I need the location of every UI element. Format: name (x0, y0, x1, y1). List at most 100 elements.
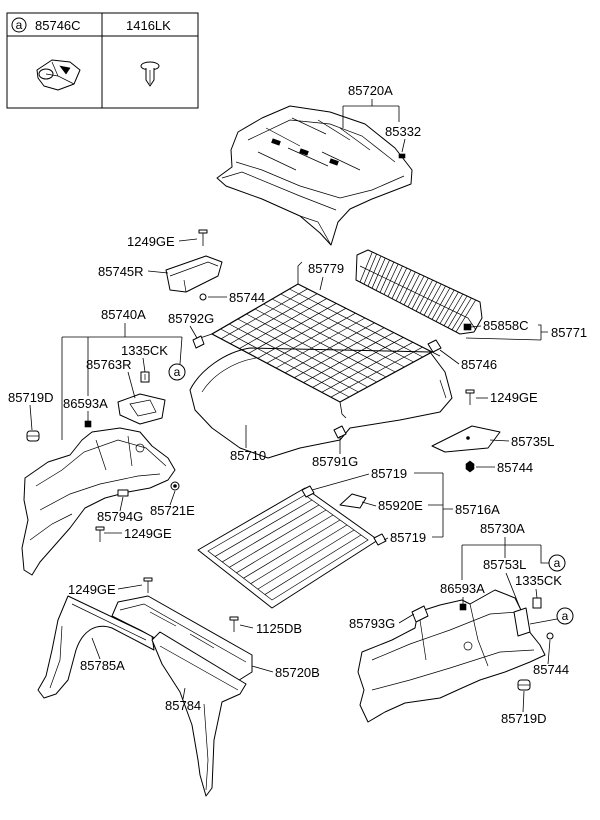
legend-ref-marker-circle (11, 17, 27, 33)
cover-stripe-line (391, 267, 408, 299)
trim-edges (159, 645, 239, 791)
ref-marker-left: a (168, 363, 186, 381)
trim-hole (135, 443, 145, 453)
clip-85791G (333, 425, 347, 439)
screw-1249GE-right (465, 389, 475, 405)
screw-head (229, 616, 239, 621)
cover-edge-line (359, 265, 477, 331)
clip-1335CK-left (140, 371, 150, 383)
net-hook (297, 261, 303, 284)
leader-line (119, 496, 124, 512)
part-85720A-tray (216, 105, 413, 246)
legend-ref-marker: a (16, 18, 23, 32)
net-mesh-line (230, 293, 318, 345)
net-mesh-line (312, 337, 404, 388)
tray-ribs (257, 117, 371, 171)
label-85719D: 85719D (501, 711, 547, 726)
ref-marker-circle (168, 363, 186, 381)
label-85745R: 85745R (98, 264, 144, 279)
trim-outline (37, 595, 155, 699)
ref-marker-text: a (562, 609, 569, 623)
bracket-edges (169, 261, 219, 293)
leader-line (383, 537, 389, 541)
label-1249GE: 1249GE (490, 390, 538, 405)
screw-1249GE-lower-left (95, 526, 105, 542)
part-85740A-left-trim (21, 427, 176, 576)
clip-85719D-right (517, 679, 531, 691)
cover-stripe-line (399, 271, 416, 304)
part-85771-cargo-cover (355, 249, 483, 335)
leader-line (182, 687, 186, 700)
board-slats (214, 499, 362, 595)
leader-line (522, 690, 525, 713)
label-1125DB: 1125DB (256, 621, 302, 636)
part-body (117, 489, 129, 497)
trim-edges (49, 603, 147, 689)
part-85720B-trim (111, 595, 253, 683)
part-85735L-plate (431, 425, 501, 453)
cover-stripe-line (455, 299, 476, 333)
pin-1416LK-icon (140, 61, 160, 87)
trim-ridge (39, 473, 161, 511)
clip-body (373, 533, 387, 546)
net-mesh-line (220, 288, 308, 340)
part-85730A-right-trim (357, 589, 546, 723)
label-85719: 85719 (390, 530, 426, 545)
board-slat-line (257, 529, 355, 590)
label-85719: 85719 (371, 466, 407, 481)
part-85794G (117, 489, 129, 497)
clip-85719-upper (301, 485, 315, 498)
bracket-body (339, 493, 367, 509)
label-85720A: 85720A (348, 83, 393, 98)
leader-line (61, 323, 183, 440)
cover-stripe-line (367, 255, 382, 287)
leader-line (29, 404, 33, 431)
clip-body (84, 420, 92, 428)
cover-stripe-line (431, 287, 451, 320)
clip-body (333, 425, 347, 439)
net-mesh-line (239, 298, 327, 349)
label-85744: 85744 (533, 662, 569, 677)
cover-stripe-line (383, 263, 399, 295)
cover-stripe-line (423, 283, 442, 316)
label-85710: 85710 (230, 448, 266, 463)
label-85779: 85779 (308, 261, 344, 276)
nut-85744-right (465, 460, 475, 473)
trim-outline (151, 631, 247, 797)
trim-details (29, 435, 133, 541)
board-slat-line (236, 514, 334, 574)
leader-line (127, 371, 136, 399)
clip-body (532, 597, 542, 609)
ref-marker-text: a (554, 556, 561, 570)
leader-line (239, 624, 254, 629)
trim-ridge (35, 439, 167, 487)
net-hook (339, 401, 347, 419)
clip-85746 (427, 339, 442, 353)
label-85735L: 85735L (511, 434, 554, 449)
tray-upper-ridge (247, 119, 396, 163)
screw-head (95, 526, 105, 531)
leader-line (489, 439, 510, 442)
trim-hole (463, 641, 473, 651)
trim-ridge (371, 649, 535, 691)
label-85716A: 85716A (455, 502, 500, 517)
cover-stripe-line (447, 295, 468, 328)
part-85779-luggage-net (199, 261, 441, 419)
cover-stripe-line (371, 257, 386, 289)
leader-lines (29, 99, 558, 713)
label-85858C: 85858C (483, 318, 529, 333)
part-85785A-trim (37, 595, 155, 699)
trim-outline (111, 595, 253, 683)
label-85793G: 85793G (349, 616, 395, 631)
tray-slot (271, 138, 281, 146)
label-86593A: 86593A (63, 396, 108, 411)
tray-slot (329, 158, 339, 166)
leader-line (414, 472, 453, 538)
board-slat-line (229, 509, 327, 568)
floor-edge (201, 357, 447, 399)
legend-table: a 85746C 1416LK (6, 12, 199, 109)
part-85763R-bracket (117, 393, 166, 425)
label-85720B: 85720B (275, 665, 320, 680)
tray-flange (221, 171, 337, 246)
net-mesh-line (330, 346, 423, 398)
